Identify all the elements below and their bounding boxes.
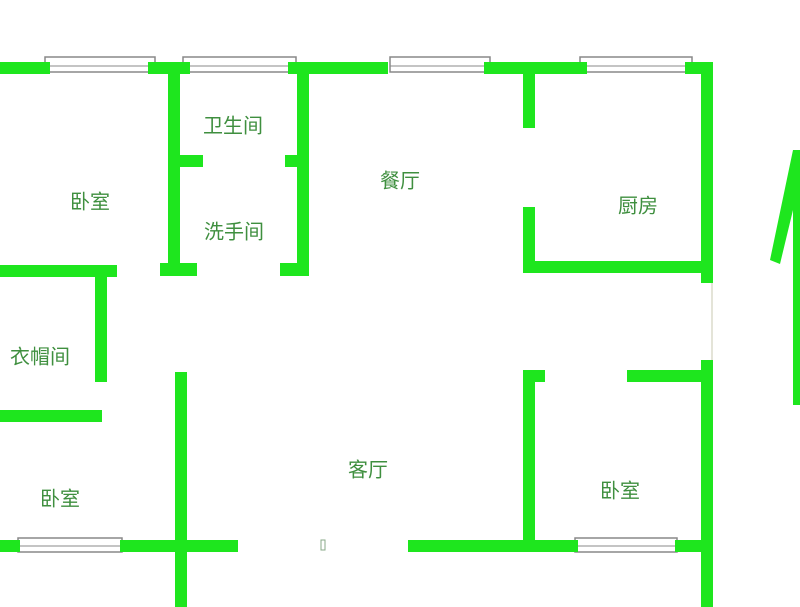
room-label-washroom: 洗手间 (204, 219, 264, 244)
room-label-bedroom: 卧室 (40, 486, 80, 511)
walls (0, 62, 713, 607)
room-label-bedroom: 卧室 (70, 189, 110, 214)
room-label-living: 客厅 (348, 457, 388, 482)
room-label-kitchen: 厨房 (618, 193, 658, 218)
windows (17, 56, 693, 553)
room-label-cloakroom: 衣帽间 (10, 344, 70, 369)
north-arrow-icon (770, 150, 800, 405)
room-label-bedroom: 卧室 (600, 478, 640, 503)
room-label-bathroom: 卫生间 (203, 113, 263, 138)
room-label-dining: 餐厅 (380, 168, 420, 193)
